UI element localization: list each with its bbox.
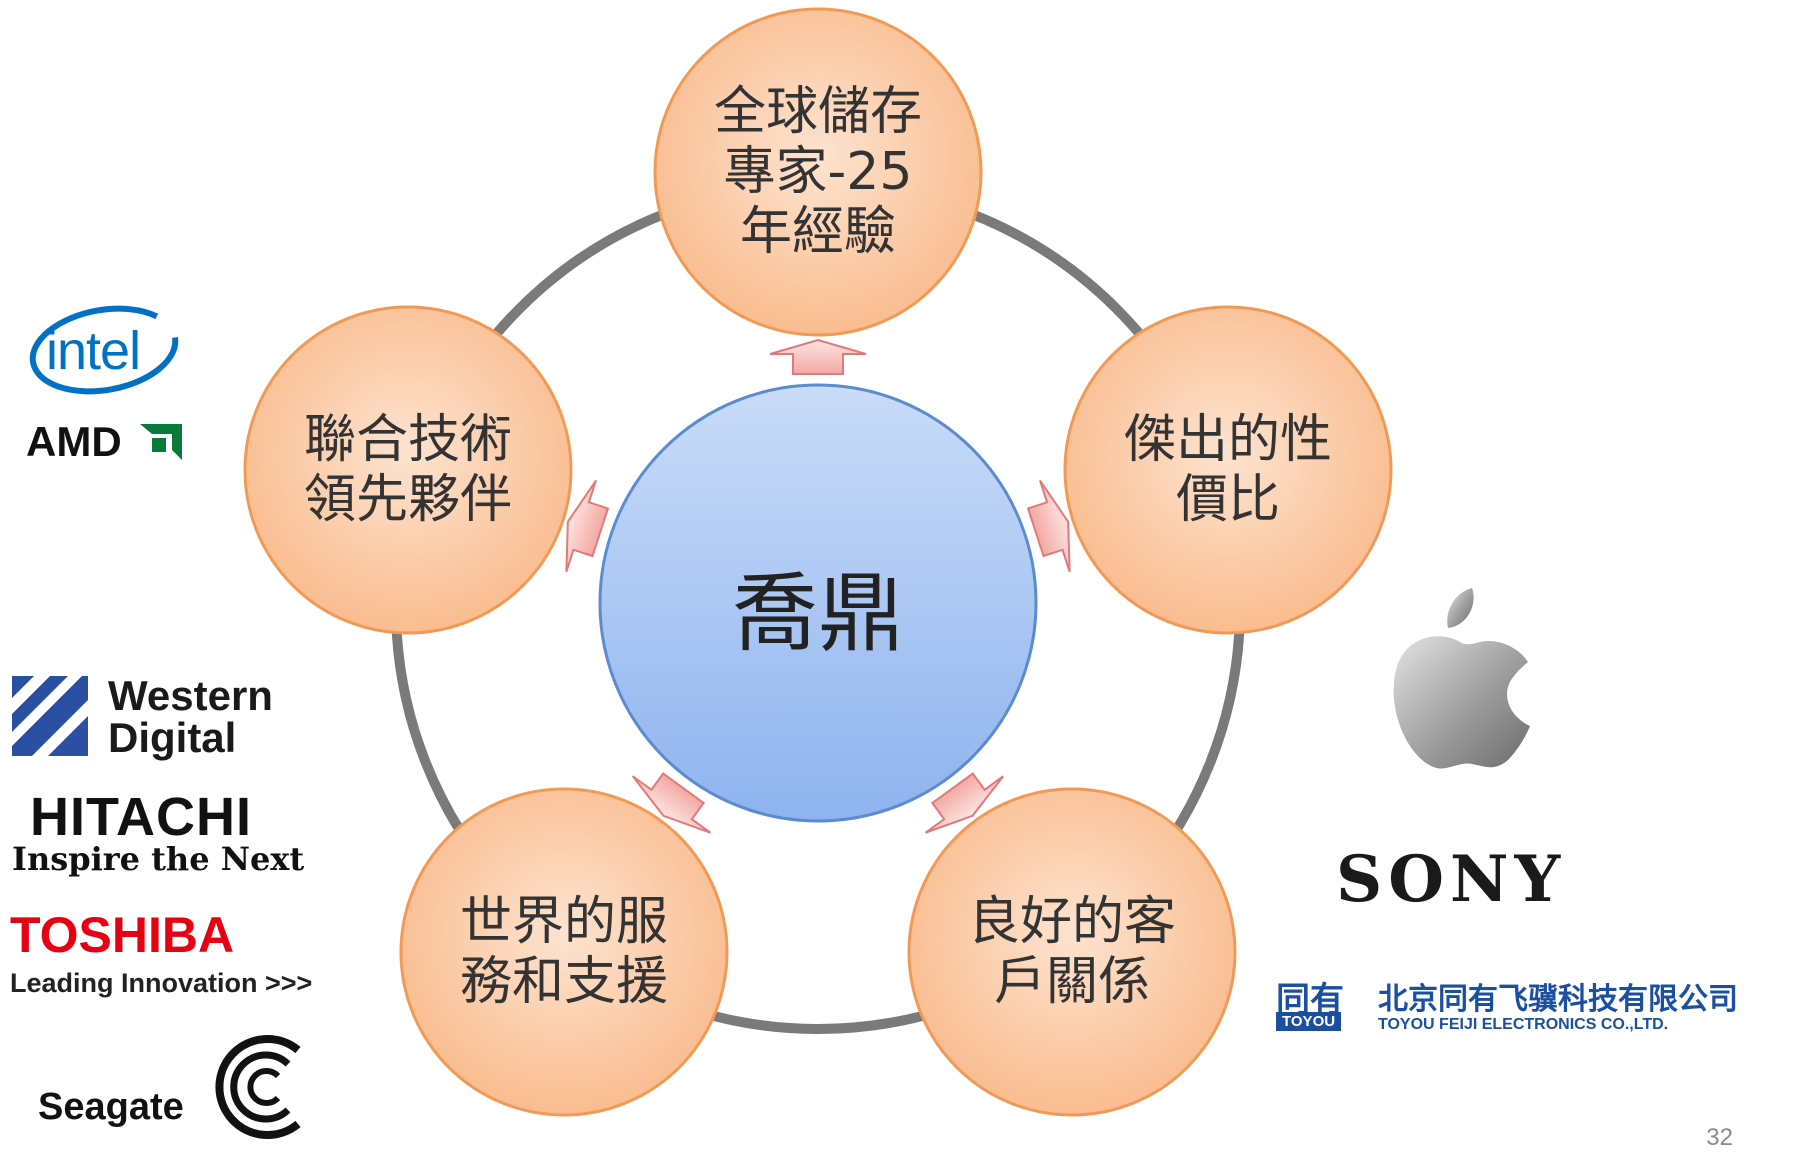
node-left-text: 聯合技術 領先夥伴 <box>303 410 512 530</box>
node-top-text: 全球儲存 專家-25 年經驗 <box>713 82 922 262</box>
toshiba-wordmark: TOSHIBA <box>10 907 235 963</box>
sony-wordmark: SONY <box>1336 842 1567 917</box>
intel-wordmark: intel <box>46 321 141 381</box>
node-circle-top <box>653 7 983 337</box>
arrow-to-left <box>565 479 610 573</box>
center-circle <box>598 383 1038 823</box>
toyou-cn-full: 北京同有飞骥科技有限公司 <box>1378 982 1738 1017</box>
amd-wordmark: AMD <box>26 418 122 465</box>
seagate-wordmark: Seagate <box>38 1086 184 1128</box>
western-digital-logo: Western Digital <box>12 672 312 761</box>
apple-icon <box>1393 588 1530 769</box>
seagate-logo: Seagate <box>30 1032 340 1144</box>
toshiba-logo: TOSHIBA Leading Innovation >>> <box>10 906 340 1002</box>
sony-logo: SONY <box>1336 842 1656 917</box>
arrow-to-bottom-left <box>632 772 712 834</box>
seagate-swirl-icon <box>215 1035 301 1139</box>
node-bottom-right-text: 良好的客 戶關係 <box>967 892 1176 1012</box>
western-digital-mark-icon <box>12 676 88 756</box>
toyou-logo: 同有 TOYOU 北京同有飞骥科技有限公司 TOYOU FEIJI ELECTR… <box>1276 972 1788 1042</box>
toyou-en-full: TOYOU FEIJI ELECTRONICS CO.,LTD. <box>1378 1016 1669 1033</box>
amd-logo: AMD <box>26 418 196 466</box>
arrow-to-right <box>1026 479 1071 573</box>
hitachi-wordmark: HITACHI <box>30 787 252 847</box>
arrow-to-bottom-right <box>924 772 1004 834</box>
hitachi-tagline: Inspire the Next <box>12 840 305 878</box>
arrow-to-top <box>769 338 867 375</box>
center-label: 喬鼎 <box>732 563 904 664</box>
node-circle-right <box>1063 305 1393 635</box>
node-circle-bottom-left <box>399 787 729 1117</box>
western-digital-line1: Western <box>108 672 273 719</box>
apple-logo <box>1380 580 1540 780</box>
intel-swoosh-icon <box>29 305 179 395</box>
hitachi-logo: HITACHI Inspire the Next <box>12 786 332 882</box>
node-circle-left <box>243 305 573 635</box>
amd-arrow-icon <box>140 424 182 460</box>
node-circle-bottom-right <box>907 787 1237 1117</box>
toyou-en-short: TOYOU <box>1276 1012 1342 1031</box>
node-right-text: 傑出的性 價比 <box>1123 410 1332 530</box>
toshiba-tagline: Leading Innovation >>> <box>10 968 313 998</box>
western-digital-line2: Digital <box>108 714 237 761</box>
node-bottom-left-text: 世界的服 務和支援 <box>459 892 668 1012</box>
intel-logo: intel <box>24 300 184 400</box>
page-number: 32 <box>1706 1124 1733 1151</box>
